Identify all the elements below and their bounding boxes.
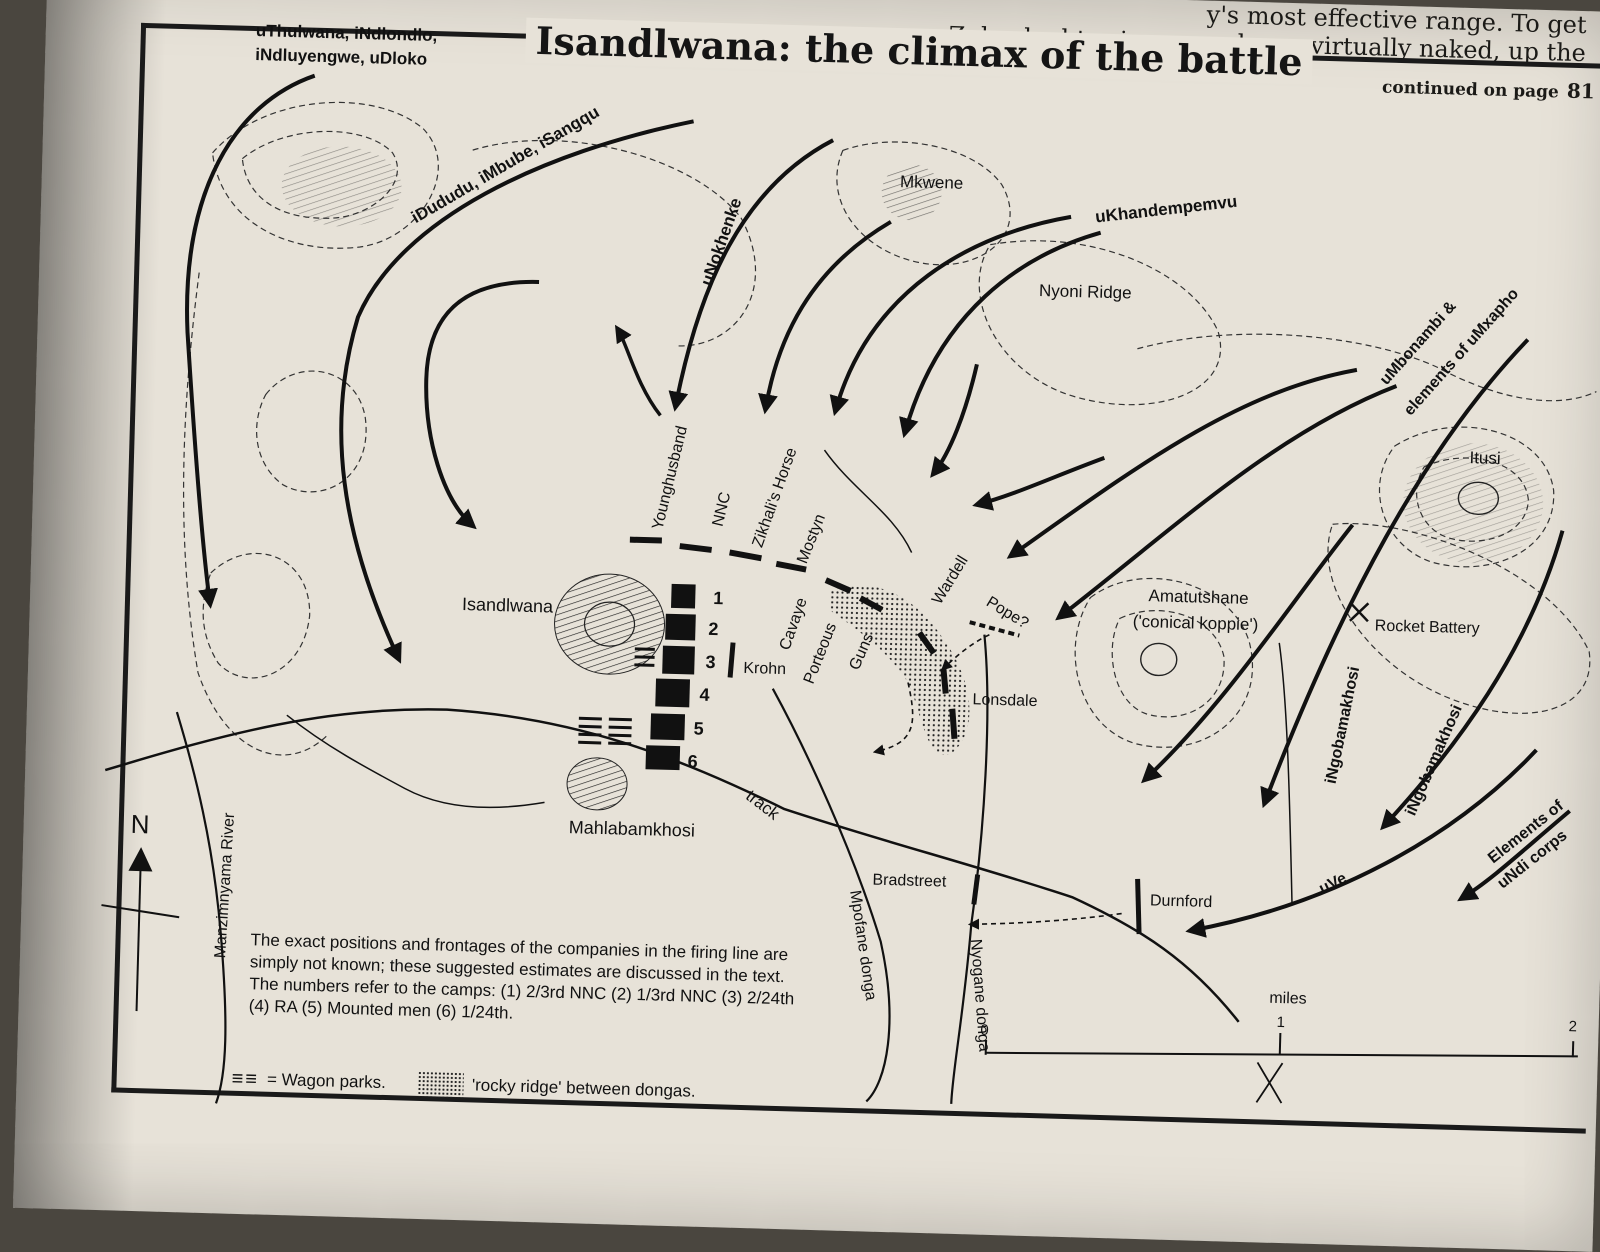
arrow-uve [1191,741,1536,940]
rocky-ridge-swatch [417,1071,464,1098]
arrow-ukhandempemvu-3 [905,227,1101,437]
label-nnc: NNC [710,490,735,528]
label-ingobamakhosi-2: iNgobamakhosi [1403,702,1466,818]
label-manzimnyama: Manzimnyama River [212,812,238,959]
label-uthulwana-2: iNdluyengwe, uDloko [255,45,427,69]
label-unokhenke: uNokhenke [697,195,746,288]
label-zikhali: Zikhali's Horse [749,446,800,550]
camp-label-4: 4 [699,685,710,705]
scale-unit: miles [1269,990,1307,1008]
label-uve: uVe [1316,870,1349,898]
map-note: The exact positions and frontages of the… [248,929,810,1033]
wagon-park-label: = Wagon parks. [267,1070,386,1093]
krohn-marker [730,643,733,678]
arrow-undi [1462,808,1569,901]
stream-3 [822,450,915,552]
camp-label-5: 5 [693,719,704,739]
label-track: track [742,786,783,824]
label-guns: Guns [846,631,877,673]
scale-tick-1: 1 [1276,1014,1285,1031]
bradstreet-marker [974,874,978,904]
arrow-uthulwana [179,72,315,605]
durnford-marker [1136,879,1141,934]
arrow-ukhandempemvu-4 [934,363,977,474]
camp-label-3: 3 [705,652,716,672]
camp-label-1: 1 [713,588,724,608]
label-porteous: Porteous [801,620,840,686]
mpofane-donga [761,689,898,1102]
arrow-ingobamakhosi-1 [1265,333,1528,810]
compass-n: N [130,809,150,840]
label-mostyn: Mostyn [794,512,829,566]
label-idududu: iDududu, iMbube, iSangqu [408,102,603,227]
label-younghusband: Younghusband [650,424,691,531]
label-mkwene: Mkwene [900,172,964,193]
rocket-battery-marker [1350,603,1368,621]
label-bradstreet: Bradstreet [872,872,947,891]
arrow-umbonambi-1 [978,454,1104,507]
arrow-ukhandempemvu-1 [766,218,891,411]
scale-tick-2: 2 [1568,1018,1577,1035]
camp-4 [655,678,690,707]
label-amatutshane-1: Amatutshane [1148,586,1249,608]
camp-1 [671,584,696,609]
arrow-imbube [422,279,539,527]
label-lonsdale: Lonsdale [972,691,1037,710]
label-uthulwana-1: uThulwana, iNdlondlo, [256,21,438,45]
arrow-umxapho [1145,519,1352,784]
label-amatutshane-2: ('conical koppie') [1133,612,1259,634]
label-krohn: Krohn [743,660,786,678]
label-nyoni: Nyoni Ridge [1039,281,1132,303]
book-page: y's most effective range. To get Zulus h… [13,0,1600,1252]
battle-map: 1 2 3 4 5 6 uThulwana, iNdlondlo, iNdluy… [13,0,1600,1252]
camp-2 [665,614,696,641]
camp-3 [662,646,695,675]
label-wardell: Wardell [929,553,972,608]
scale-bar: miles 0 1 2 [979,982,1580,1112]
label-mahlabamkhosi: Mahlabamkhosi [569,817,696,841]
camp-label-2: 2 [708,619,719,639]
label-isandlwana: Isandlwana [462,594,555,617]
label-mpofane: Mpofane donga [846,889,879,1002]
camp-5 [650,713,685,740]
label-cavaye: Cavaye [777,596,811,653]
scale-tick-0: 0 [980,1022,989,1039]
stream-1 [284,715,546,809]
label-ukhandempemvu: uKhandempemvu [1094,192,1238,227]
hill-hatching [264,145,1552,836]
arrow-umbonambi-2 [1012,360,1357,564]
camp-label-6: 6 [687,751,698,771]
arrow-unokhenke-left [615,329,662,415]
label-ingobamakhosi-1: iNgobamakhosi [1323,665,1364,785]
rocky-ridge-label: 'rocky ridge' between dongas. [472,1075,696,1101]
camp-6 [645,745,680,770]
label-itusi: Itusi [1469,448,1501,468]
wagon-park-symbol: ≡≡ [231,1067,259,1091]
label-rocket: Rocket Battery [1375,617,1480,637]
north-arrow: N [99,808,183,1012]
label-durnford: Durnford [1150,892,1213,911]
